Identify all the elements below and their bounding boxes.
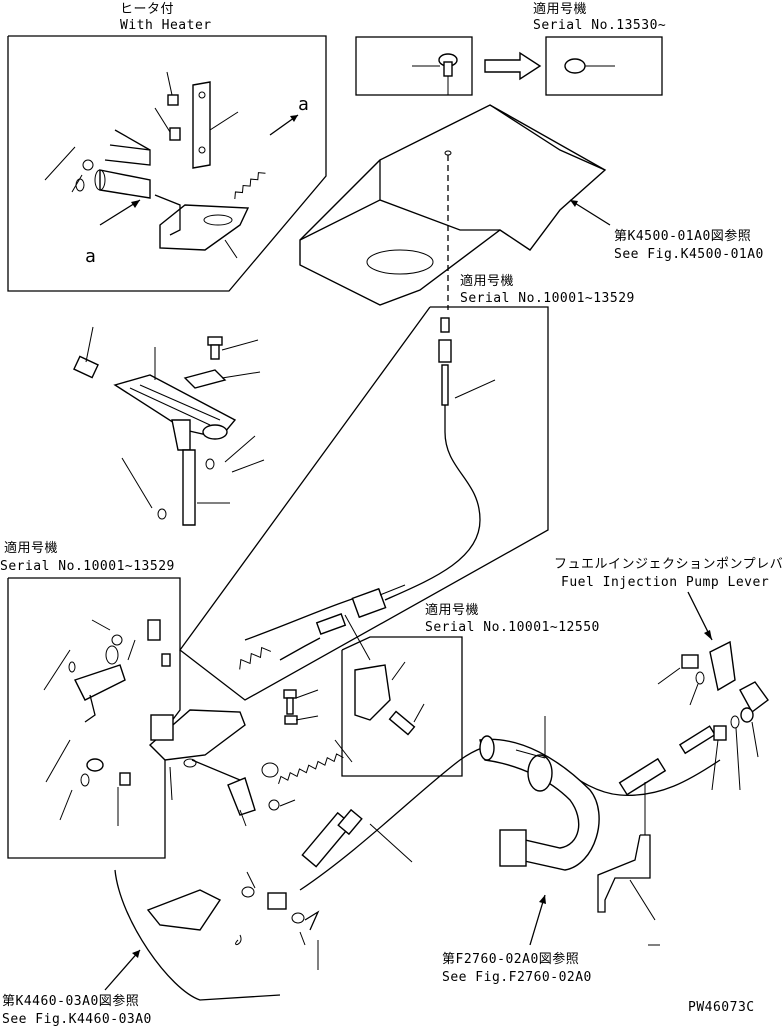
ref-a-upper: a xyxy=(298,94,309,115)
serial-top-jp: 適用号機 xyxy=(533,1,587,17)
serial-lower-jp: 適用号機 xyxy=(425,602,479,618)
fuel-label-en: Fuel Injection Pump Lever xyxy=(561,575,769,590)
throttle-cable-assembly xyxy=(148,584,721,970)
pedal-rod xyxy=(182,449,196,526)
heater-bracket xyxy=(159,204,250,251)
serial-13529-inset: 適用号機 Serial No.10001~13529 xyxy=(179,273,635,701)
floor-plate xyxy=(299,104,607,306)
serial-left-inset: 適用号機 Serial No.10001~13529 xyxy=(0,540,181,859)
ref-a-lower: a xyxy=(85,246,96,267)
exhaust-pipe: 第F2760-02A0図参照 See Fig.F2760-02A0 xyxy=(442,716,600,985)
fuel-label-jp: フュエルインジェクションポンプレバー xyxy=(554,557,782,572)
left-lever xyxy=(74,664,126,701)
old-knob-box xyxy=(355,36,473,96)
serial-13530-inset: 適用号機 Serial No.13530~ xyxy=(355,1,666,96)
accelerator-pedal xyxy=(73,326,265,526)
fig-k4500-jp: 第K4500-01A0図参照 xyxy=(614,228,751,244)
serial-mid-jp: 適用号機 xyxy=(460,273,514,289)
heater-cylinder xyxy=(99,169,151,199)
floor-ref-k4460: 第K4460-03A0図参照 See Fig.K4460-03A0 xyxy=(2,869,281,1027)
heater-plate xyxy=(192,81,211,169)
drawing-number: PW46073C xyxy=(688,1000,755,1015)
main-bracket xyxy=(148,709,246,761)
serial-lower-en: Serial No.10001~12550 xyxy=(425,620,600,635)
heater-inset: ヒータ付 With Heater a a xyxy=(7,2,327,292)
serial-left-en: Serial No.10001~13529 xyxy=(0,559,175,574)
serial-12550-inset: 適用号機 Serial No.10001~12550 xyxy=(341,602,600,777)
lower-bracket xyxy=(354,664,391,721)
fig-k4500-en: See Fig.K4500-01A0 xyxy=(614,247,764,262)
heater-label-en: With Heater xyxy=(120,18,212,33)
lever-joint xyxy=(739,681,769,714)
serial-top-en: Serial No.13530~ xyxy=(533,18,666,33)
serial-left-jp: 適用号機 xyxy=(4,540,58,556)
serial-mid-en: Serial No.10001~13529 xyxy=(460,291,635,306)
fuel-pump-lever: フュエルインジェクションポンプレバー Fuel Injection Pump L… xyxy=(554,557,782,946)
floor-piece xyxy=(146,889,222,931)
fig-k4460-jp: 第K4460-03A0図参照 xyxy=(2,993,139,1009)
fig-f2760-en: See Fig.F2760-02A0 xyxy=(442,970,592,985)
cab-floor-cover: 第K4500-01A0図参照 See Fig.K4500-01A0 xyxy=(299,104,764,310)
heater-label-jp: ヒータ付 xyxy=(120,2,174,17)
pump-lever xyxy=(709,640,736,692)
new-knob-box xyxy=(545,36,663,96)
arrow-right xyxy=(484,51,542,81)
fig-k4460-en: See Fig.K4460-03A0 xyxy=(2,1012,152,1026)
fig-f2760-jp: 第F2760-02A0図参照 xyxy=(442,951,579,967)
